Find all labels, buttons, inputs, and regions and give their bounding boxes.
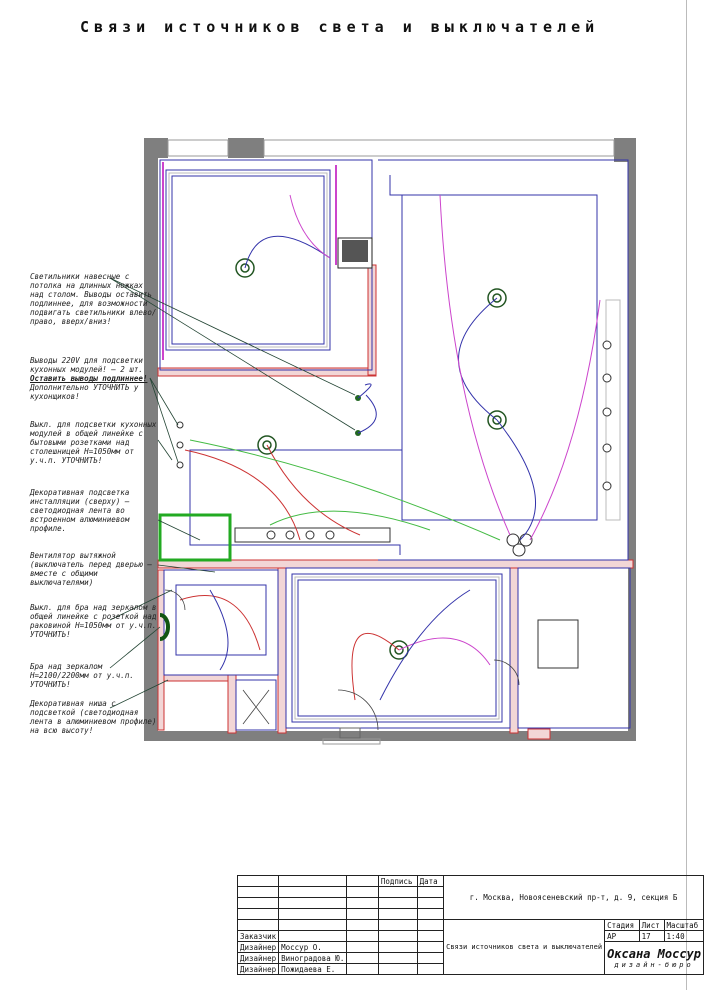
leader-lines — [109, 277, 356, 709]
doors — [164, 589, 520, 731]
wall-lights-left — [176, 421, 184, 469]
header-stage: Стадия — [604, 919, 640, 931]
radiator — [527, 728, 551, 740]
wiring — [179, 194, 601, 701]
company-sub: дизайн-бюро — [614, 961, 694, 969]
name-designer-2: Виноградова Ю. — [278, 952, 348, 964]
spot-lights — [266, 530, 533, 557]
role-designer-3: Дизайнер — [236, 963, 280, 975]
col-sign: Подпись — [377, 875, 418, 887]
note-kitchen-switch: Выкл. для подсветки кухонных модулей в о… — [30, 420, 157, 465]
name-designer-3: Пожидаева Е. — [278, 963, 348, 975]
stage-value: АР — [604, 930, 640, 942]
header-sheet: Лист — [638, 919, 665, 931]
address: г. Москва, Новоясеневский пр-т, д. 9, се… — [443, 875, 704, 920]
title-block: Подпись Дата г. Москва, Новоясеневский п… — [236, 875, 704, 975]
header-scale: Масштаб — [663, 919, 704, 931]
note-pendant-lights: Светильники навесные с потолка на длинны… — [30, 272, 157, 326]
note-kitchen-outputs: Выводы 220V для подсветки кухонных модул… — [30, 356, 148, 401]
role-designer-2: Дизайнер — [236, 952, 280, 964]
windows — [167, 139, 615, 745]
mirror-sconce — [159, 613, 170, 641]
note-mirror-sconce: Бра над зеркалом H=2100/2200мм от у.ч.п.… — [30, 662, 134, 689]
wall-lights-right — [602, 340, 612, 491]
note-fan: Вентилятор вытяжной (выключатель перед д… — [30, 551, 152, 587]
note-mirror-switch: Выкл. для бра над зеркалом в общей линей… — [30, 603, 157, 639]
role-customer: Заказчик — [236, 930, 280, 942]
decor-fixture — [537, 619, 579, 669]
note-decor-niche: Декоративная ниша с подсветкой (светодио… — [30, 699, 157, 735]
role-designer-1: Дизайнер — [236, 941, 280, 953]
scale-value: 1:40 — [663, 930, 704, 942]
frame-border — [686, 0, 687, 990]
sheet-value: 17 — [638, 930, 665, 942]
col-date: Дата — [416, 875, 445, 887]
name-designer-1: Моссур О. — [278, 941, 348, 953]
niche-fill — [342, 240, 368, 262]
outer-walls — [144, 138, 636, 741]
ceiling-contours — [168, 172, 621, 720]
sheet-title: Связи источников света и выключателей — [443, 919, 606, 975]
page-title: Связи источников света и выключателей — [80, 18, 600, 36]
company-name: Оксана Моссур — [607, 947, 701, 961]
door-threshold — [339, 727, 361, 739]
kitchen-counter — [234, 527, 391, 543]
note-installation-light: Декоративная подсветка инсталляции (свер… — [30, 488, 130, 533]
installation-frame — [158, 513, 232, 562]
